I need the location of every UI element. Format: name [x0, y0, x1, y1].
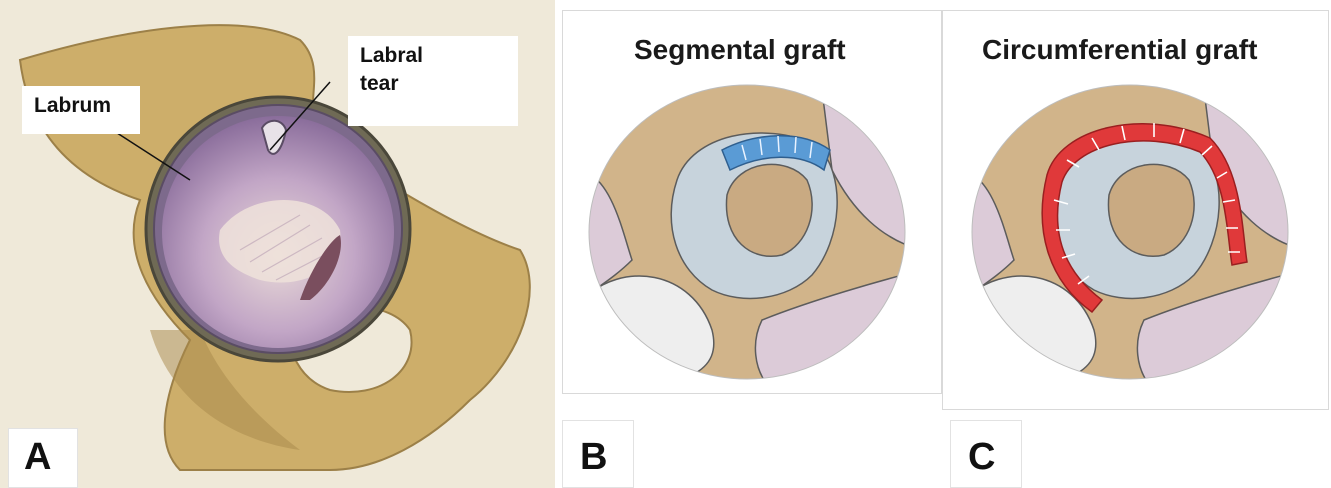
panel-b: Segmental graft B	[562, 0, 944, 488]
labral-tear-label-line1: Labral	[360, 42, 506, 70]
panel-a: Labrum Labral tear A	[0, 0, 555, 488]
labral-tear-label: Labral tear	[348, 36, 518, 126]
panel-c: Circumferential graft C	[942, 0, 1331, 488]
circumferential-graft-illustration	[942, 0, 1331, 488]
labrum-label-text: Labrum	[34, 94, 111, 117]
panel-c-letter: C	[968, 436, 995, 479]
panel-b-letter: B	[580, 436, 607, 479]
acetabular-fossa-c	[1108, 164, 1194, 256]
panel-a-letter: A	[24, 436, 51, 479]
segmental-graft-illustration	[562, 0, 944, 488]
labrum-label: Labrum	[22, 86, 140, 134]
labral-tear-label-line2: tear	[360, 70, 506, 98]
acetabular-fossa-b	[726, 164, 812, 256]
